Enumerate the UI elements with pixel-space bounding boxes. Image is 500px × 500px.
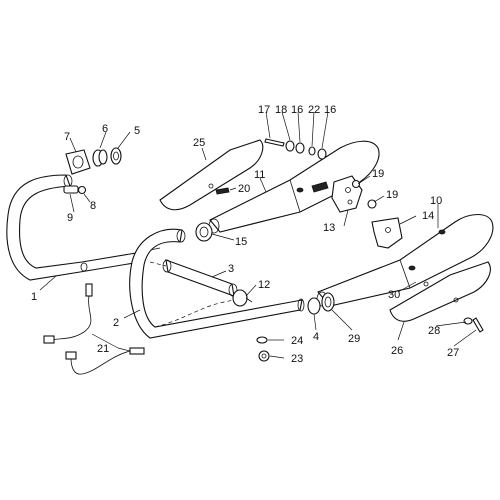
callout-11: 11 bbox=[254, 169, 265, 181]
callout-7: 7 bbox=[64, 131, 70, 143]
lambda-sensor-21 bbox=[43, 283, 145, 375]
washer-28 bbox=[463, 317, 473, 325]
clamp-15 bbox=[195, 222, 213, 242]
callout-22: 22 bbox=[308, 104, 320, 116]
crossover-pipe-3 bbox=[149, 259, 238, 297]
callout-13: 13 bbox=[323, 222, 335, 234]
bracket-14 bbox=[371, 217, 403, 249]
callout-23: 23 bbox=[291, 353, 303, 365]
heat-shield-25 bbox=[159, 139, 264, 211]
heat-shield-26 bbox=[389, 261, 491, 322]
callout-3: 3 bbox=[228, 263, 234, 275]
bolt-20 bbox=[215, 187, 230, 195]
ring-29 bbox=[321, 292, 335, 312]
screw-27 bbox=[472, 317, 484, 333]
callout-29: 29 bbox=[348, 333, 360, 345]
callout-19a: 19 bbox=[372, 168, 384, 180]
callout-15: 15 bbox=[235, 236, 247, 248]
stud-9 bbox=[63, 185, 79, 194]
callout-26: 26 bbox=[391, 345, 403, 357]
ring-5 bbox=[110, 147, 122, 165]
flange-7 bbox=[65, 149, 91, 175]
callout-28: 28 bbox=[428, 325, 440, 337]
clamp-4 bbox=[307, 297, 321, 315]
callout-18: 18 bbox=[275, 104, 287, 116]
bolt-17 bbox=[264, 138, 285, 147]
washer-18 bbox=[285, 140, 295, 152]
callout-19b: 19 bbox=[386, 189, 398, 201]
nut-8 bbox=[77, 185, 87, 195]
leader-lines bbox=[39, 111, 477, 359]
callout-14: 14 bbox=[422, 210, 434, 222]
nut-19a bbox=[351, 179, 361, 189]
callout-8: 8 bbox=[90, 200, 96, 212]
header-pipe-2 bbox=[129, 228, 305, 339]
bush-22 bbox=[308, 146, 316, 156]
spacer-16b bbox=[317, 148, 327, 160]
callout-6: 6 bbox=[102, 123, 108, 135]
callout-16b: 16 bbox=[324, 104, 336, 116]
gasket-6 bbox=[92, 149, 108, 167]
callout-16a: 16 bbox=[291, 104, 303, 116]
callout-12: 12 bbox=[258, 279, 270, 291]
callout-9: 9 bbox=[67, 212, 73, 224]
spacer-16 bbox=[295, 142, 305, 154]
muffler-11 bbox=[208, 140, 380, 234]
callout-20: 20 bbox=[238, 183, 250, 195]
callout-labels: 1 2 3 4 5 6 7 8 9 10 11 12 13 14 15 16 1… bbox=[31, 104, 459, 365]
callout-24: 24 bbox=[291, 335, 303, 347]
callout-17: 17 bbox=[258, 104, 270, 116]
clamp-12 bbox=[232, 289, 253, 307]
callout-2: 2 bbox=[113, 317, 119, 329]
callout-27: 27 bbox=[447, 347, 459, 359]
callout-21: 21 bbox=[97, 343, 109, 355]
callout-4: 4 bbox=[313, 331, 319, 343]
callout-1: 1 bbox=[31, 291, 37, 303]
callout-10: 10 bbox=[430, 195, 442, 207]
stud-bracket bbox=[311, 181, 329, 193]
gasket-23 bbox=[258, 350, 270, 362]
plug-24 bbox=[256, 336, 268, 344]
callout-30: 30 bbox=[388, 289, 400, 301]
callout-5: 5 bbox=[134, 125, 140, 137]
callout-25: 25 bbox=[193, 137, 205, 149]
